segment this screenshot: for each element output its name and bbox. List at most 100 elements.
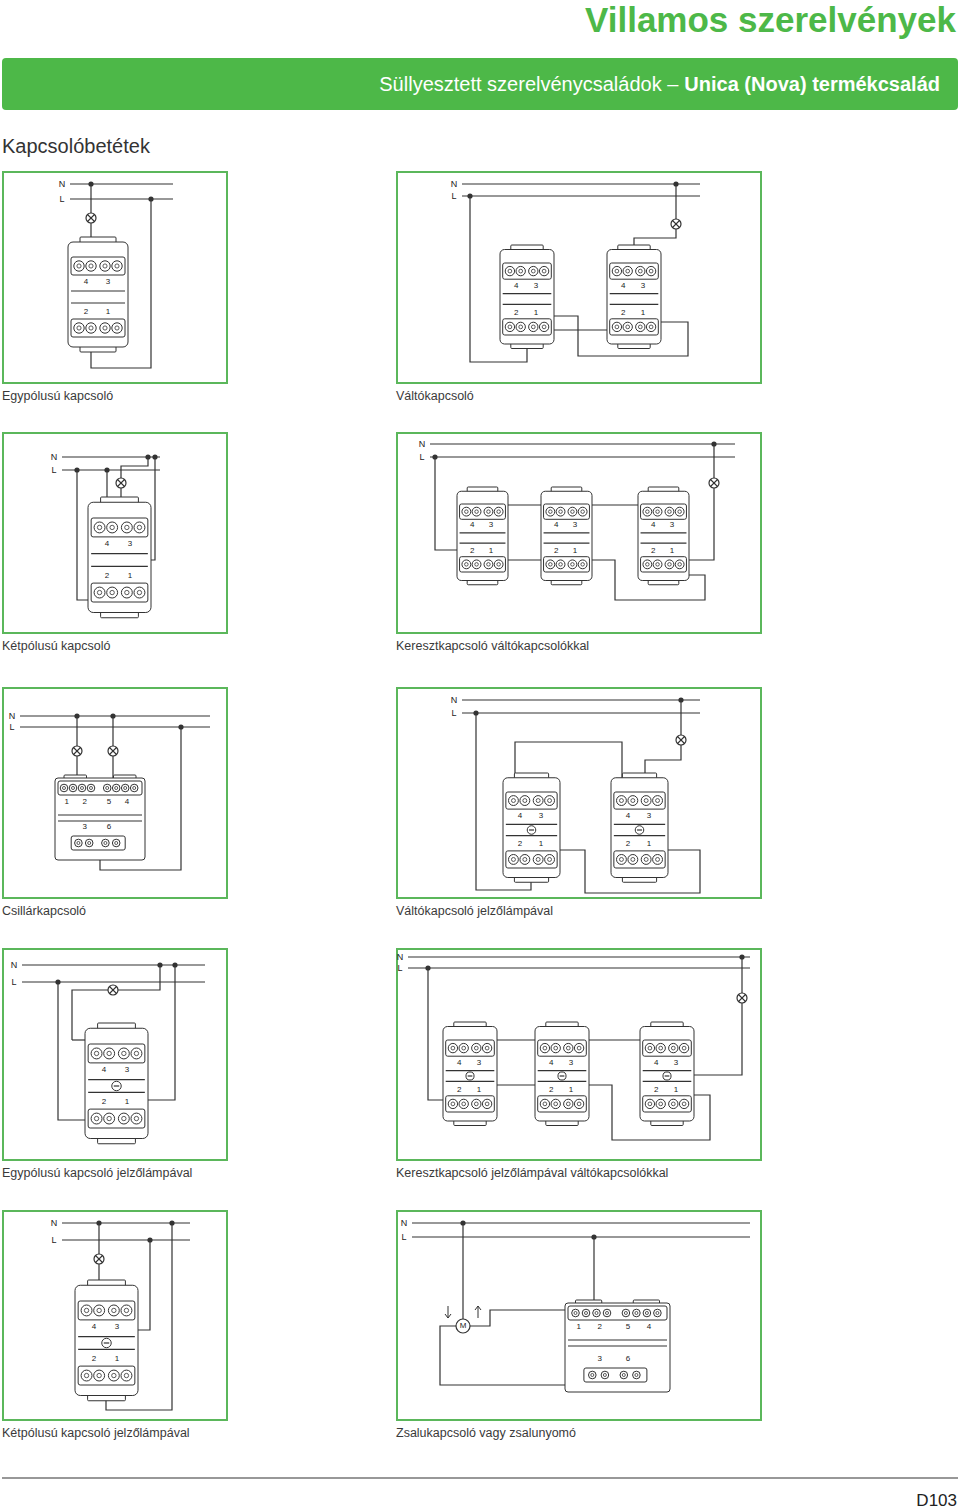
- terminal-screw: [60, 784, 68, 792]
- terminal-screw: [115, 786, 118, 789]
- terminal-screw: [112, 323, 122, 333]
- circuit-panel: Váltókapcsoló jelzőlámpával: [396, 687, 762, 899]
- terminal-strip: [584, 1368, 647, 1382]
- lamp-symbol: [711, 480, 718, 487]
- terminal-screw: [118, 1048, 129, 1059]
- switch-body: [607, 250, 661, 345]
- terminal-screw: [559, 510, 563, 514]
- panel-caption: Keresztkapcsoló váltókapcsolókkal: [396, 640, 589, 654]
- terminal-screw: [669, 1099, 678, 1108]
- terminal-screw: [474, 1046, 478, 1050]
- terminal-screw: [574, 1043, 583, 1052]
- terminal-screw: [536, 857, 540, 861]
- terminal-screw: [459, 1099, 468, 1108]
- terminal-screw: [619, 857, 623, 861]
- switch-rib: [568, 1339, 667, 1340]
- terminal-screw: [472, 560, 481, 569]
- junction-dot: [711, 441, 716, 446]
- junction-dot: [425, 965, 430, 970]
- terminal-screw: [508, 269, 512, 273]
- circuit-panel: Kétpólusú kapcsoló jelzőlámpával: [2, 1210, 228, 1421]
- terminal-screw: [626, 269, 630, 273]
- terminal-number: 5: [106, 798, 112, 806]
- terminal-strip: [641, 557, 687, 572]
- conductor-label: L: [397, 964, 402, 973]
- terminal-screw: [653, 796, 663, 806]
- lamp-symbol: [88, 215, 95, 222]
- terminal-screw: [645, 1311, 648, 1314]
- terminal-strip: [538, 1096, 587, 1112]
- terminal-number: 3: [476, 1059, 482, 1067]
- terminal-screw: [125, 590, 129, 594]
- terminal-screw: [520, 855, 530, 865]
- terminal-number: 5: [625, 1323, 631, 1331]
- conductor-label: N: [59, 180, 66, 189]
- terminal-screw: [465, 563, 469, 567]
- terminal-screw: [487, 510, 491, 514]
- terminal-number: 2: [548, 1086, 554, 1094]
- junction-dot: [473, 710, 478, 715]
- terminal-screw: [654, 1309, 662, 1317]
- header-text: Unica (Nova) termékcsalád: [684, 73, 940, 96]
- terminal-screw: [589, 1371, 597, 1379]
- terminal-number: 4: [620, 282, 626, 290]
- terminal-screw: [451, 1046, 455, 1050]
- panel-caption: Kétpólusú kapcsoló: [2, 640, 110, 654]
- switch-body: [85, 1028, 148, 1138]
- terminal-number: 1: [673, 1086, 679, 1094]
- indicator-lamp: [558, 1072, 566, 1080]
- terminal-screw: [540, 1043, 549, 1052]
- terminal-screw: [133, 786, 136, 789]
- terminal-screw: [69, 784, 77, 792]
- terminal-screw: [107, 587, 118, 598]
- indicator-lamp: [468, 1075, 473, 1076]
- switch-body: [68, 242, 128, 347]
- terminal-strip: [88, 1109, 145, 1128]
- wire: [76, 716, 77, 746]
- lamp-symbol: [108, 985, 118, 995]
- wire: [545, 329, 615, 330]
- terminal-screw: [564, 1043, 573, 1052]
- terminal-number: 2: [513, 309, 519, 317]
- terminal-screw: [545, 855, 555, 865]
- terminal-strip: [641, 504, 687, 519]
- wire: [713, 444, 714, 478]
- terminal-screw: [638, 325, 642, 329]
- terminal-screw: [617, 796, 627, 806]
- terminal-screw: [635, 1373, 638, 1376]
- terminal-number: 4: [83, 278, 89, 286]
- circuit-panel: Váltókapcsoló: [396, 171, 762, 384]
- terminal-screw: [656, 510, 660, 514]
- indicator-lamp: [112, 1081, 121, 1090]
- terminal-strip: [503, 263, 552, 279]
- terminal-screw: [94, 1116, 98, 1120]
- terminal-number: 1: [646, 840, 652, 848]
- terminal-number: 1: [488, 547, 494, 555]
- terminal-screw: [107, 1116, 111, 1120]
- terminal-screw: [571, 563, 575, 567]
- terminal-screw: [472, 1043, 481, 1052]
- terminal-number: 4: [553, 521, 559, 529]
- wire: [98, 1223, 99, 1254]
- terminal-screw: [497, 563, 501, 567]
- lamp-symbol: [96, 1256, 103, 1263]
- terminal-screw: [131, 1048, 142, 1059]
- switch-rib: [460, 532, 506, 533]
- switch-rib: [58, 820, 142, 821]
- terminal-screw: [542, 269, 546, 273]
- terminal-number: 3: [114, 1323, 120, 1331]
- terminal-screw: [577, 1046, 581, 1050]
- terminal-number: 1: [572, 547, 578, 555]
- switch-body: [541, 491, 592, 580]
- motor-label: M: [460, 1322, 467, 1330]
- switch-rib: [506, 835, 557, 836]
- terminal-screw: [668, 563, 672, 567]
- switch-rib: [88, 1079, 145, 1080]
- conductor-label: N: [9, 712, 16, 721]
- lamp-symbol: [74, 748, 81, 755]
- terminal-screw: [556, 560, 565, 569]
- terminal-number: 2: [81, 798, 87, 806]
- terminal-screw: [543, 1046, 547, 1050]
- terminal-number: 1: [63, 798, 69, 806]
- indicator-lamp: [637, 829, 642, 830]
